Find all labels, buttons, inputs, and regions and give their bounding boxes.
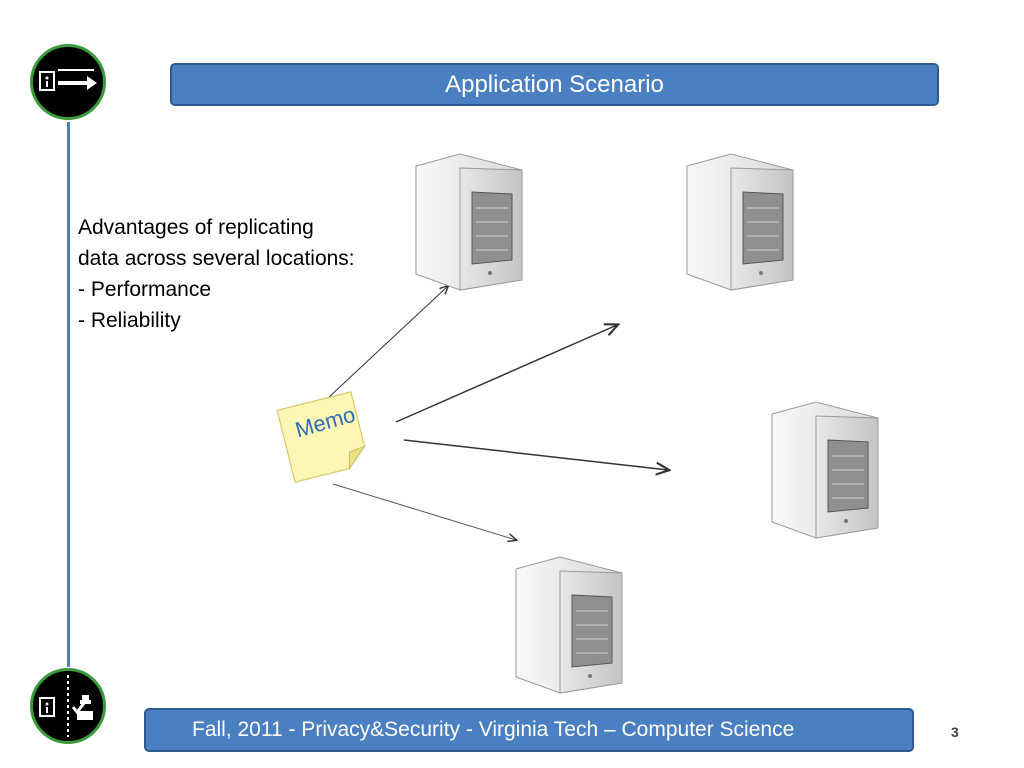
text-line: Advantages of replicating xyxy=(78,216,314,239)
page-number: 3 xyxy=(951,724,959,740)
arrow-to-server-3 xyxy=(403,439,668,470)
footer-text: Fall, 2011 - Privacy&Security - Virginia… xyxy=(192,718,795,741)
page-title: Application Scenario xyxy=(170,63,939,106)
sticky-note-icon xyxy=(276,391,366,483)
document-exit-icon xyxy=(30,44,106,120)
text-line: - Performance xyxy=(78,278,212,301)
arrow-to-server-2 xyxy=(395,325,617,423)
server-icon xyxy=(415,153,523,291)
server-icon xyxy=(771,401,879,539)
arrow-to-server-1 xyxy=(327,286,448,399)
server-icon xyxy=(515,556,623,694)
server-icon xyxy=(686,153,794,291)
side-line xyxy=(67,122,70,667)
footer-bar: Fall, 2011 - Privacy&Security - Virginia… xyxy=(144,708,914,752)
text-line: data across several locations: xyxy=(78,247,355,270)
advantages-text: Advantages of replicating data across se… xyxy=(78,212,428,336)
arrow-to-server-4 xyxy=(332,483,516,540)
document-check-icon xyxy=(30,668,106,744)
text-line: - Reliability xyxy=(78,309,181,332)
